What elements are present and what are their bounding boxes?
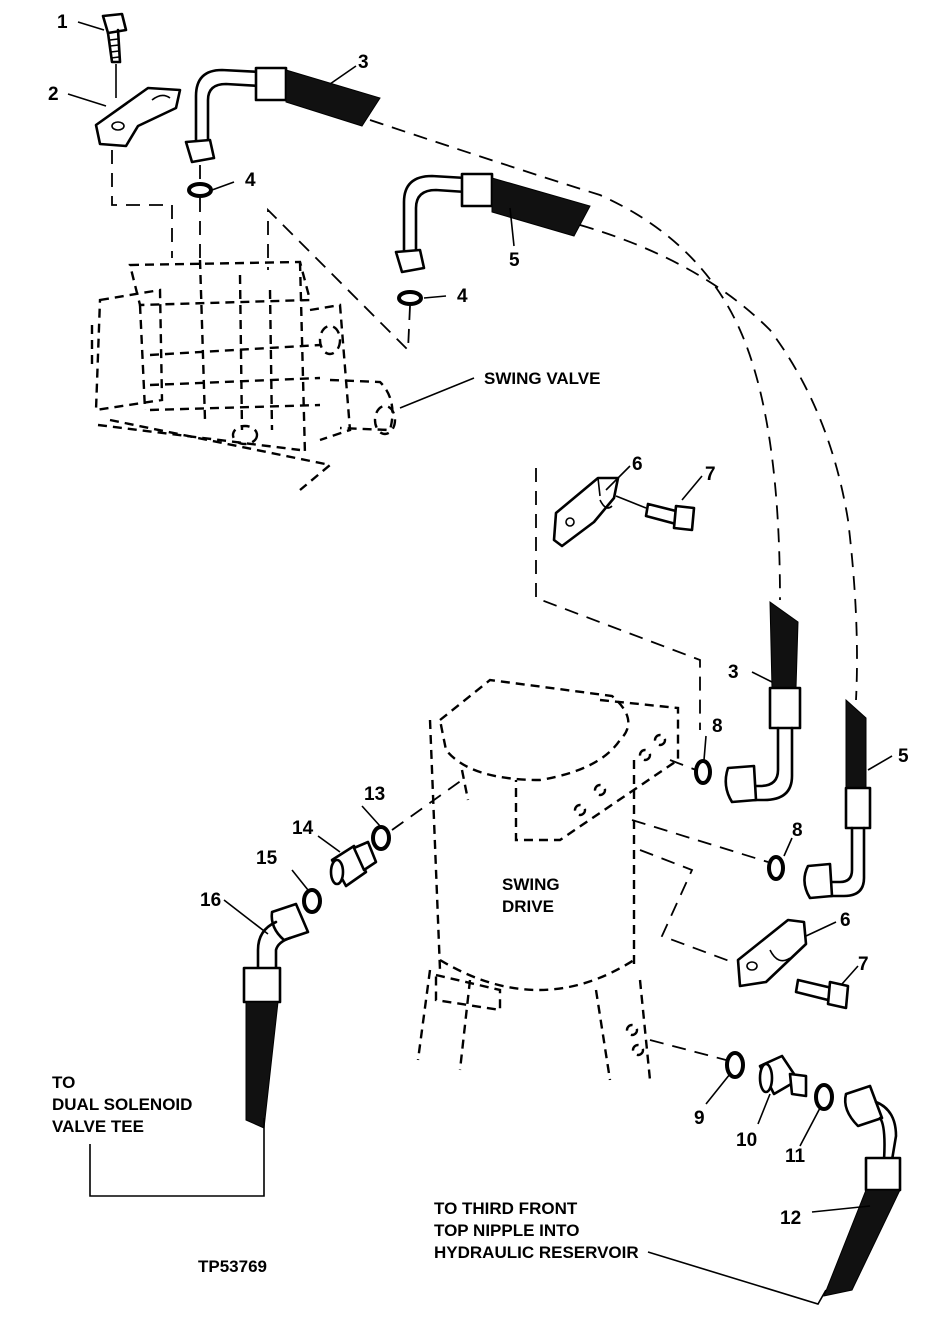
callout-8-upper: 8	[712, 716, 723, 737]
swing-valve-phantom	[90, 259, 397, 491]
callout-7-lower: 7	[858, 954, 869, 975]
cap-screw-7-upper	[615, 495, 696, 532]
label-to-third-line3: HYDRAULIC RESERVOIR	[434, 1243, 639, 1262]
callout-2: 2	[48, 84, 59, 105]
label-to-third-line2: TOP NIPPLE INTO	[434, 1221, 579, 1240]
hose-assembly-5-upper	[394, 172, 591, 274]
label-to-dual-line3: VALVE TEE	[52, 1117, 144, 1136]
o-ring-15	[302, 888, 322, 914]
label-swing-drive-line1: SWING	[502, 875, 560, 894]
leader-lines	[67, 21, 893, 1213]
o-ring-9	[649, 1039, 745, 1079]
o-ring-4-upper	[187, 165, 213, 260]
swing-drive-phantom	[416, 678, 680, 1081]
fitting-10	[758, 1054, 808, 1098]
callout-16: 16	[200, 890, 221, 911]
figure-id: TP53769	[198, 1257, 267, 1276]
callout-14: 14	[292, 818, 314, 839]
cap-screw-7-lower	[794, 978, 850, 1010]
callout-6-lower: 6	[840, 910, 851, 931]
routing-dashed-lines	[369, 119, 858, 701]
label-swing-valve: SWING VALVE	[484, 369, 601, 388]
o-ring-11	[814, 1083, 834, 1111]
hose-assembly-16	[89, 902, 310, 1197]
callout-15: 15	[256, 848, 278, 869]
hose-assembly-3-upper	[184, 66, 381, 164]
hose-assembly-5-lower	[803, 698, 872, 900]
o-ring-8-upper	[669, 759, 712, 785]
callout-5-upper: 5	[509, 250, 520, 271]
label-to-dual-line1: TO	[52, 1073, 75, 1092]
callout-3-lower: 3	[728, 662, 739, 683]
callout-10: 10	[736, 1130, 757, 1151]
cap-screw-1	[101, 12, 128, 98]
label-swing-drive-line2: DRIVE	[502, 897, 554, 916]
callout-8-lower: 8	[792, 820, 803, 841]
o-ring-4-lower	[267, 207, 423, 353]
callout-4-lower: 4	[457, 286, 468, 307]
label-to-third-line1: TO THIRD FRONT	[434, 1199, 578, 1218]
callout-3-upper: 3	[358, 52, 369, 73]
callout-6-upper: 6	[632, 454, 643, 475]
callout-12: 12	[780, 1208, 801, 1229]
callout-11: 11	[785, 1146, 806, 1167]
clamp-plate-6-upper	[535, 468, 701, 730]
clamp-plate-6-lower	[639, 849, 808, 988]
hose-assembly-12	[647, 1084, 902, 1305]
callout-1: 1	[57, 12, 68, 33]
callout-5-lower: 5	[898, 746, 909, 767]
fitting-14	[329, 840, 378, 888]
callout-13: 13	[364, 784, 385, 805]
callout-4-upper: 4	[245, 170, 256, 191]
o-ring-13	[371, 779, 463, 851]
callout-9: 9	[694, 1108, 705, 1129]
callout-7-upper: 7	[705, 464, 716, 485]
hose-assembly-3-lower	[724, 601, 802, 804]
clamp-plate-2	[94, 86, 182, 258]
label-to-dual-line2: DUAL SOLENOID	[52, 1095, 192, 1114]
o-ring-8-lower	[631, 819, 785, 881]
